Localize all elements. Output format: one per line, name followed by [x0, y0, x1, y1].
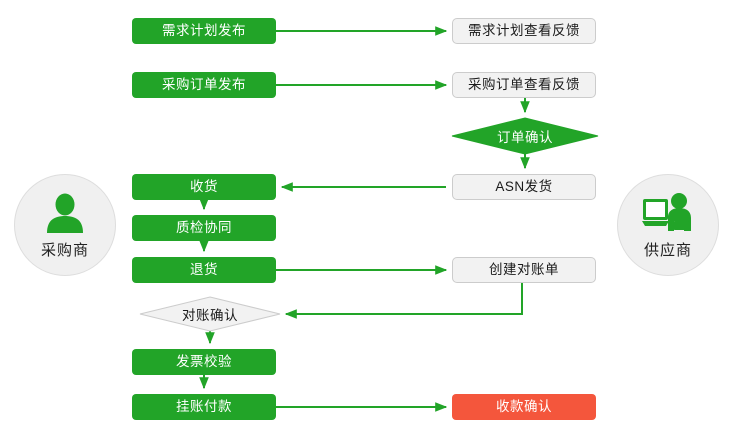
node-statement_confirm-label: 对账确认 [182, 308, 238, 323]
node-create_statement[interactable]: 创建对账单 [452, 257, 596, 283]
node-payable_payment-label: 挂账付款 [176, 399, 232, 415]
node-order_confirm[interactable]: 订单确认 [451, 117, 599, 155]
node-asn_ship-label: ASN发货 [495, 179, 553, 195]
node-receipt_confirm-label: 收款确认 [496, 399, 552, 415]
node-receive_goods[interactable]: 收货 [132, 174, 276, 200]
actor-buyer[interactable]: 采购商 [14, 174, 116, 276]
node-statement_confirm[interactable]: 对账确认 [139, 296, 281, 332]
node-invoice_verify-label: 发票校验 [176, 354, 232, 370]
node-po_publish-label: 采购订单发布 [162, 77, 246, 93]
node-receipt_confirm[interactable]: 收款确认 [452, 394, 596, 420]
node-create_statement-label: 创建对账单 [489, 262, 559, 278]
node-demand_plan_publish[interactable]: 需求计划发布 [132, 18, 276, 44]
actor-buyer-label: 采购商 [40, 241, 89, 259]
edge-create_statement-to-statement_confirm [284, 283, 523, 319]
person-icon [42, 191, 88, 237]
node-po_publish[interactable]: 采购订单发布 [132, 72, 276, 98]
node-invoice_verify[interactable]: 发票校验 [132, 349, 276, 375]
node-demand_plan_feedback-label: 需求计划查看反馈 [468, 23, 580, 39]
node-return_goods[interactable]: 退货 [132, 257, 276, 283]
node-quality_collab-label: 质检协同 [176, 220, 232, 236]
person-at-computer-icon [641, 191, 695, 237]
node-quality_collab[interactable]: 质检协同 [132, 215, 276, 241]
node-payable_payment[interactable]: 挂账付款 [132, 394, 276, 420]
node-asn_ship[interactable]: ASN发货 [452, 174, 596, 200]
node-order_confirm-label: 订单确认 [497, 130, 553, 145]
node-po_feedback-label: 采购订单查看反馈 [468, 77, 580, 93]
node-demand_plan_publish-label: 需求计划发布 [162, 23, 246, 39]
node-demand_plan_feedback[interactable]: 需求计划查看反馈 [452, 18, 596, 44]
actor-supplier[interactable]: 供应商 [617, 174, 719, 276]
node-receive_goods-label: 收货 [190, 179, 218, 195]
node-return_goods-label: 退货 [190, 262, 218, 278]
node-po_feedback[interactable]: 采购订单查看反馈 [452, 72, 596, 98]
actor-supplier-label: 供应商 [643, 241, 692, 259]
